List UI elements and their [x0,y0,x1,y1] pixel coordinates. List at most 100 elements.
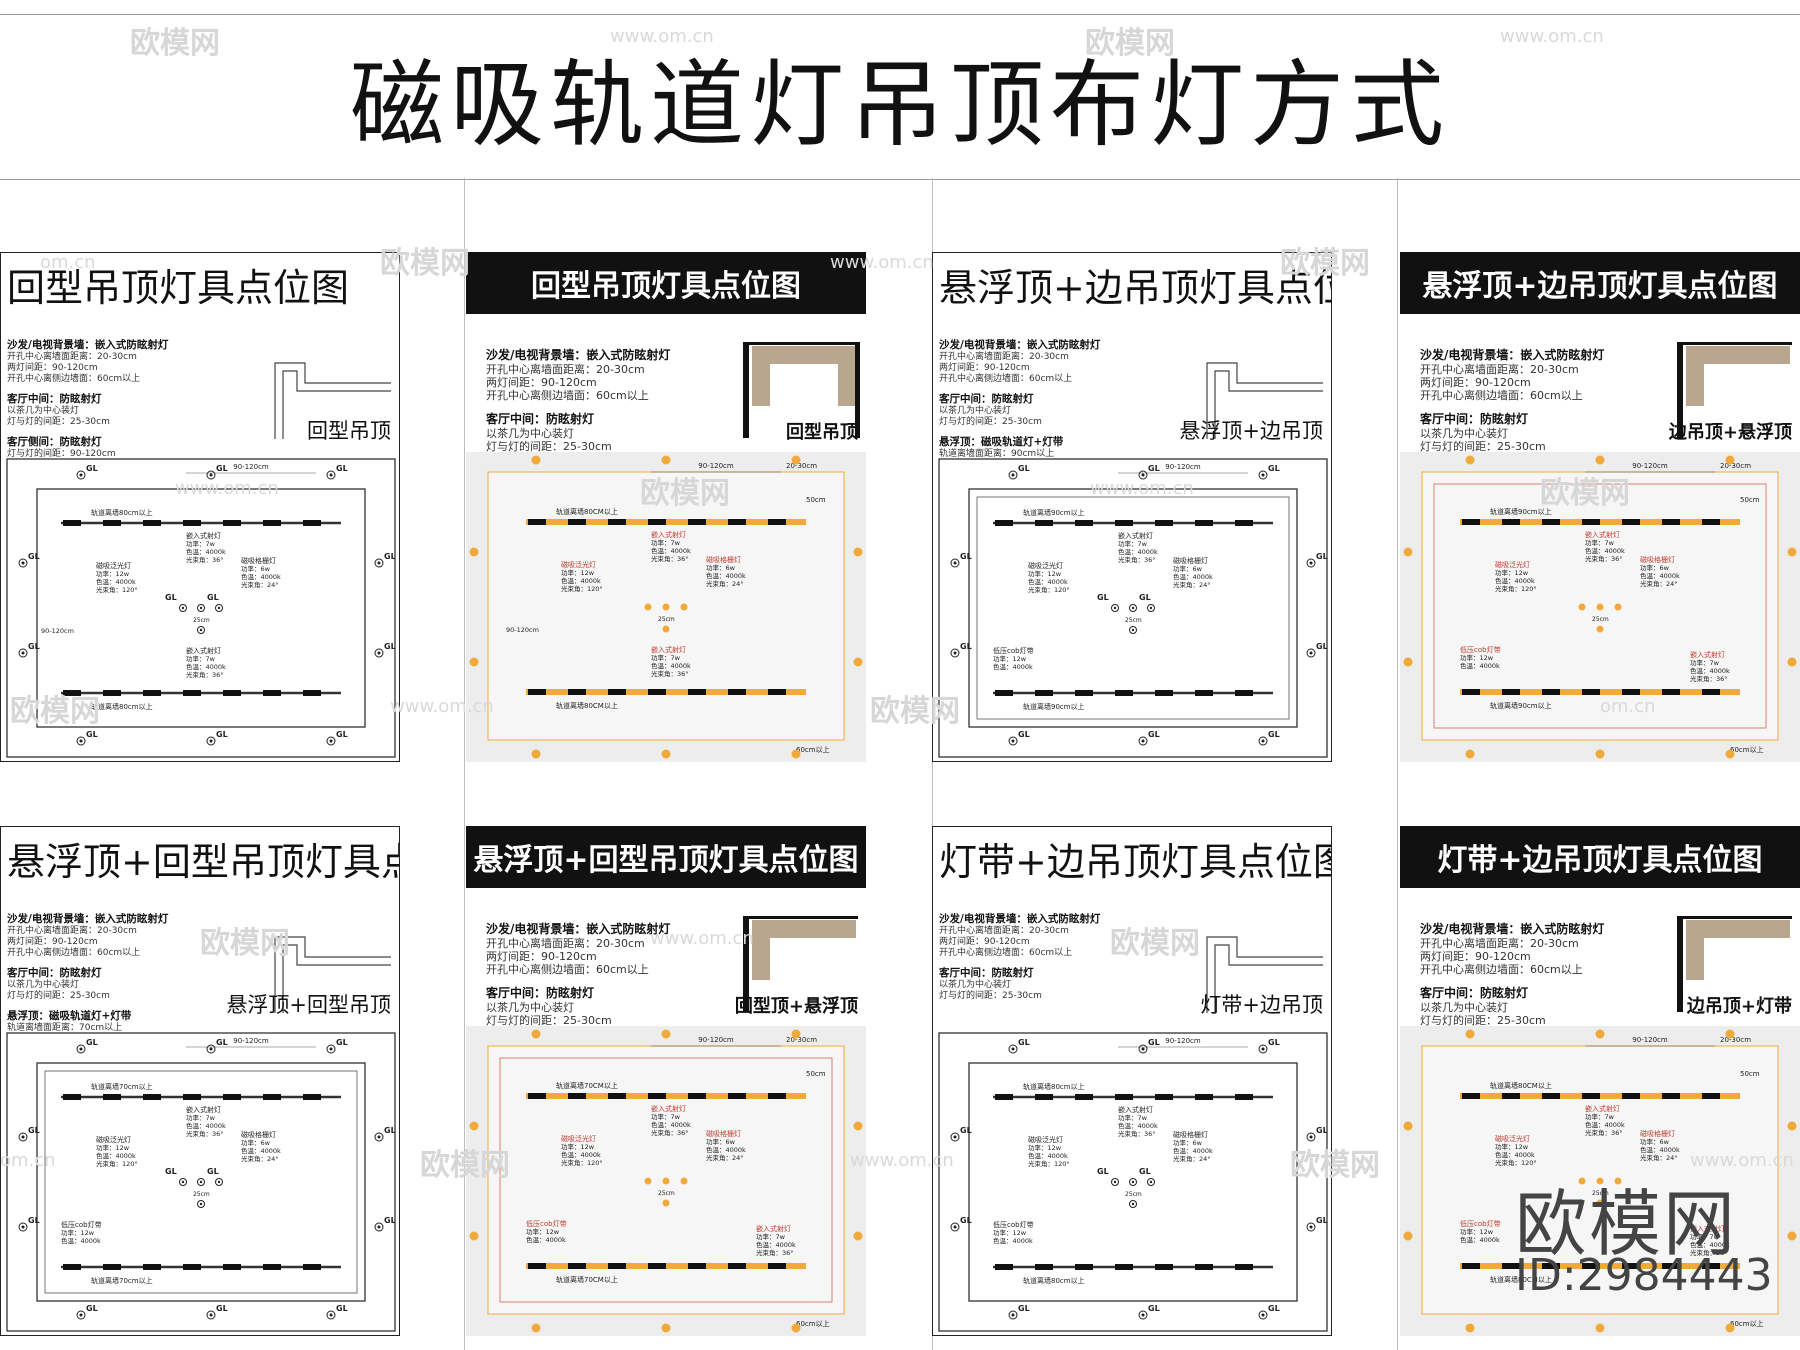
note-line: 灯与灯的间距：25-30cm [7,417,110,427]
downlight-icon [469,657,479,667]
fixture-spec: 光束角：120° [1495,584,1537,593]
downlight-icon [950,558,960,568]
track-distance-label: 轨道离墙80cm以上 [91,702,153,711]
downlight-icon [1403,547,1413,557]
gl-label: GL [1148,1304,1160,1313]
fixture-spec: 光束角：36° [651,1128,689,1137]
magnetic-track [61,520,341,526]
fixture-spec: 光束角：36° [651,554,689,563]
fixture-name: 磁吸泛光灯 [1028,1135,1063,1144]
note-line: 开孔中心离侧边墙面：60cm以上 [486,389,649,402]
fixture-name: 嵌入式射灯 [186,531,221,540]
fixture-name: 磁吸泛光灯 [1028,561,1063,570]
panel-title: 悬浮顶+回型吊顶灯具点位图 [466,826,866,888]
ceiling-section [752,920,770,980]
note-line: 开孔中心离侧边墙面：60cm以上 [1420,389,1583,402]
fixture-spec: 功率：12w [1495,1142,1529,1151]
downlight-icon [1787,1121,1797,1131]
dimension-label: 60cm以上 [796,745,830,754]
fixture-name: 低压cob灯带 [1460,1219,1501,1228]
downlight-icon [374,1132,384,1142]
gl-label: GL [1268,1038,1280,1047]
dimension-label: 90-120cm [698,462,734,470]
downlight-icon [1129,1200,1137,1208]
fixture-name: 磁吸格栅灯 [241,556,276,565]
fixture-spec: 功率：7w [186,1113,216,1122]
downlight-icon [18,1222,28,1232]
section-label: 灯带+边吊顶 [1200,993,1323,1017]
downlight-icon [1258,1044,1268,1054]
fixture-spec: 功率：6w [1173,1138,1203,1147]
downlight-icon [531,1323,541,1333]
downlight-icon [1595,1323,1605,1333]
lighting-panel: 悬浮顶+回型吊顶灯具点位图沙发/电视背景墙：嵌入式防眩射灯开孔中心离墙面距离：2… [0,826,400,1336]
section-label: 悬浮顶+回型吊顶 [226,993,391,1017]
dimension-label: 90-120cm [233,1037,269,1045]
gl-label: GL [1316,1216,1328,1225]
magnetic-track [1460,689,1740,695]
note-line: 开孔中心离墙面距离：20-30cm [7,926,137,936]
downlight-icon [326,1044,336,1054]
fixture-spec: 光束角：120° [96,585,138,594]
fixture-name: 嵌入式射灯 [651,530,686,539]
note-line: 悬浮顶：磁吸轨道灯+灯带 [939,436,1064,448]
fixture-spec: 光束角：120° [1028,1159,1070,1168]
gl-label: GL [1139,593,1151,602]
gl-label: GL [165,1167,177,1176]
fixture-spec: 色温：4000k [1118,1121,1158,1130]
section-label: 悬浮顶+边吊顶 [1179,419,1323,443]
downlight-icon [76,470,86,480]
dimension-label: 20-30cm [1720,1036,1751,1044]
gl-label: GL [1148,730,1160,739]
note-line: 客厅中间：防眩射灯 [1420,412,1529,426]
downlight-icon [1725,455,1735,465]
column-divider [932,178,933,1350]
note-line: 两灯间距：90-120cm [1420,950,1531,963]
fixture-spec: 色温：4000k [1640,1145,1680,1154]
fixture-spec: 色温：4000k [561,1150,601,1159]
room-outline [6,1032,396,1332]
panel-title: 回型吊顶灯具点位图 [466,252,866,314]
fixture-spec: 色温：4000k [1585,546,1625,555]
note-line: 灯与灯的间距：25-30cm [939,417,1042,427]
gl-label: GL [86,730,98,739]
fixture-spec: 色温：4000k [96,1151,136,1160]
magnetic-track [993,1264,1273,1270]
fixture-spec: 功率：6w [706,1137,736,1146]
fixture-spec: 光束角：36° [756,1248,794,1257]
section-label: 回型吊顶 [786,422,858,443]
fixture-name: 嵌入式射灯 [1118,531,1153,540]
downlight-icon [531,749,541,759]
downlight-icon [197,626,205,634]
downlight-icon [18,558,28,568]
column-divider [1397,178,1398,1350]
fixture-spec: 色温：4000k [1690,1240,1730,1249]
fixture-spec: 功率：12w [1028,1143,1062,1152]
dimension-label: 60cm以上 [796,1319,830,1328]
note-line: 两灯间距：90-120cm [7,937,98,947]
room-outline [938,1032,1328,1332]
fixture-name: 磁吸格栅灯 [1173,1130,1208,1139]
downlight-icon [1258,1310,1268,1320]
downlight-icon [215,1178,223,1186]
fixture-spec: 功率：7w [1690,1232,1720,1241]
fixture-spec: 功率：7w [651,1112,681,1121]
gl-label: GL [336,1038,348,1047]
downlight-icon [791,1029,801,1039]
downlight-icon [76,1310,86,1320]
downlight-icon [1465,1029,1475,1039]
note-line: 开孔中心离侧边墙面：60cm以上 [7,374,141,384]
downlight-icon [661,749,671,759]
room-outline [6,458,396,758]
fixture-spec: 功率：6w [706,563,736,572]
note-line: 客厅中间：防眩射灯 [1420,986,1529,1000]
track-distance-label: 轨道离墙70CM以上 [556,1275,618,1284]
ceiling-outline [968,488,1298,728]
gl-label: GL [1268,464,1280,473]
fixture-spec: 光束角：36° [1690,674,1728,683]
